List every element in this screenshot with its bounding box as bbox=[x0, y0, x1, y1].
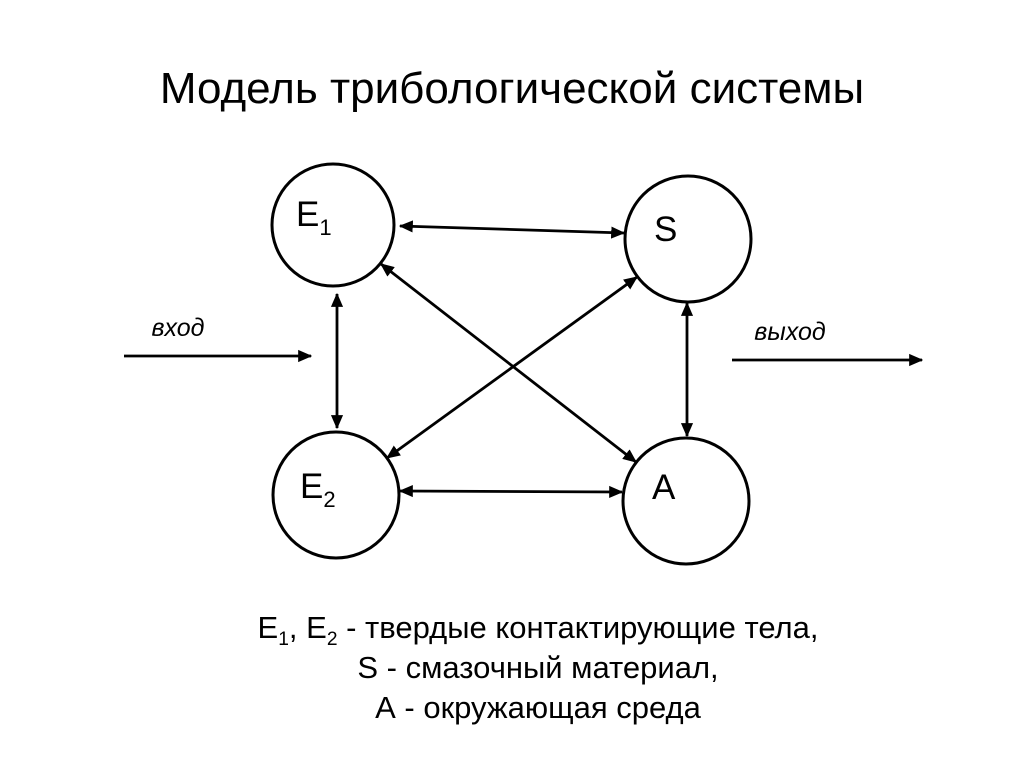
legend-line-2: S - смазочный материал, bbox=[357, 650, 719, 685]
node-label-e1: E1 bbox=[296, 195, 332, 240]
node-circle-s bbox=[623, 174, 753, 304]
arrow-e2-a bbox=[398, 484, 624, 499]
slide-title: Модель трибологической системы bbox=[159, 64, 865, 113]
output-label: выход bbox=[754, 318, 826, 346]
legend-line-3: А - окружающая среда bbox=[375, 690, 701, 725]
legend-line-1: E1, E2 - твердые контактирующие тела, bbox=[257, 610, 819, 651]
arrow-e1-a bbox=[380, 262, 637, 464]
arrow-e1-s bbox=[398, 220, 626, 239]
node-circle-a bbox=[621, 436, 751, 566]
node-circle-e2 bbox=[271, 430, 401, 560]
node-label-a: A bbox=[652, 468, 676, 507]
node-label-e2: E2 bbox=[300, 467, 336, 512]
arrow-e2-s bbox=[386, 275, 638, 460]
node-circle-e1 bbox=[270, 162, 396, 288]
input-label: вход bbox=[152, 314, 205, 342]
node-label-s: S bbox=[654, 210, 677, 249]
legend: E1, E2 - твердые контактирующие тела, S … bbox=[26, 608, 1024, 728]
